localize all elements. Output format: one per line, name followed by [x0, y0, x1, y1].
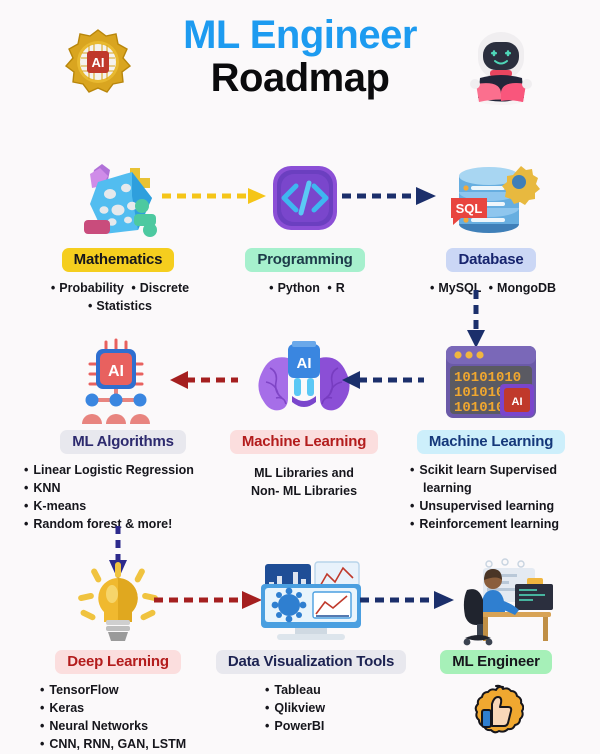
item-probability: Probability: [59, 281, 124, 295]
svg-text:AI: AI: [92, 55, 105, 70]
title-line-1: ML Engineer: [183, 13, 417, 57]
node-data-visualization-tools[interactable]: Data Visualization Tools Tableau Qlikvie…: [205, 560, 417, 735]
connector-programming-to-database: [340, 182, 440, 210]
connector-math-to-programming: [160, 182, 272, 210]
item-powerbi: PowerBI: [265, 717, 417, 735]
list-machine-learning-types: Scikit learn Supervised learning Unsuper…: [410, 461, 578, 534]
svg-text:AI: AI: [297, 355, 312, 372]
item-unsupervised: Unsupervised learning: [410, 497, 578, 515]
node-programming[interactable]: Programming •Python •R: [225, 158, 385, 297]
connector-dataviz-to-ml-engineer: [358, 586, 458, 614]
connector-database-to-ml-types: [463, 288, 489, 350]
svg-text:AI: AI: [512, 396, 523, 408]
page-title: ML Engineer Roadmap: [130, 14, 470, 100]
svg-text:101010: 101010: [454, 400, 504, 416]
binary-chip-icon: 10101010 10101010 101010 AI: [398, 340, 584, 426]
ai-chip-network-icon: AI: [18, 338, 228, 426]
gear-ai-icon: AI: [62, 26, 134, 98]
item-neural-networks: Neural Networks: [40, 717, 218, 735]
item-tableau: Tableau: [265, 681, 417, 699]
pill-ml-algorithms[interactable]: ML Algorithms: [60, 430, 186, 454]
node-database[interactable]: SQL Database •MySQL •MongoDB: [400, 158, 582, 297]
list-mathematics: •Probability •Discrete •Statistics: [50, 281, 190, 314]
pill-deep-learning[interactable]: Deep Learning: [55, 650, 181, 674]
pill-database[interactable]: Database: [446, 248, 536, 272]
title-line-2: Roadmap: [210, 56, 390, 100]
item-discrete: Discrete: [139, 281, 190, 295]
node-ml-algorithms[interactable]: AI ML Algorithms Linear Logistic Regress…: [18, 338, 228, 534]
node-machine-learning-libraries[interactable]: AI Machine Learning ML Libraries and Non…: [218, 340, 390, 500]
pill-machine-learning-libraries[interactable]: Machine Learning: [229, 430, 379, 454]
svg-text:AI: AI: [108, 363, 124, 380]
item-kmeans: K-means: [24, 497, 228, 515]
node-mathematics[interactable]: Mathematics •Probability •Discrete •Stat…: [18, 158, 218, 315]
svg-text:10101010: 10101010: [454, 370, 521, 386]
item-mongodb: MongoDB: [497, 281, 557, 295]
list-machine-learning-libraries: ML Libraries and Non- ML Libraries: [218, 464, 390, 500]
list-deep-learning: TensorFlow Keras Neural Networks CNN, RN…: [40, 681, 218, 754]
item-scikit-supervised: Scikit learn Supervised learning: [410, 461, 578, 497]
pill-programming[interactable]: Programming: [245, 248, 365, 272]
brain-ai-icon: AI: [218, 340, 390, 426]
connector-deep-learning-to-dataviz: [152, 586, 264, 614]
robot-reading-icon: [462, 26, 540, 108]
dice-math-icon: [18, 158, 218, 244]
item-reinforcement: Reinforcement learning: [410, 515, 578, 533]
list-data-visualization-tools: Tableau Qlikview PowerBI: [265, 681, 417, 735]
pill-mathematics[interactable]: Mathematics: [61, 248, 175, 272]
list-programming: •Python •R: [269, 281, 345, 295]
item-non-ml-libraries: Non- ML Libraries: [250, 484, 358, 499]
pill-machine-learning-types[interactable]: Machine Learning: [416, 430, 566, 454]
code-brackets-icon: [225, 158, 385, 244]
connector-ml-libraries-to-algorithms: [168, 366, 240, 394]
item-tensorflow: TensorFlow: [40, 681, 218, 699]
header: AI ML Engineer Roadmap: [0, 0, 600, 140]
item-r: R: [335, 281, 345, 295]
list-database: •MySQL •MongoDB: [429, 281, 557, 295]
item-random-forest: Random forest & more!: [24, 515, 228, 533]
item-qlikview: Qlikview: [265, 699, 417, 717]
item-knn: KNN: [24, 479, 228, 497]
item-ml-libraries: ML Libraries and: [254, 466, 354, 480]
node-ml-engineer[interactable]: ML Engineer: [410, 558, 582, 740]
item-keras: Keras: [40, 699, 218, 717]
monitor-charts-icon: [205, 560, 417, 646]
list-ml-algorithms: Linear Logistic Regression KNN K-means R…: [24, 461, 228, 534]
person-at-desk-icon: [410, 558, 582, 646]
node-deep-learning[interactable]: Deep Learning TensorFlow Keras Neural Ne…: [18, 560, 218, 754]
item-mysql: MySQL: [438, 281, 482, 295]
item-statistics: Statistics: [96, 299, 152, 314]
item-linear-logistic-regression: Linear Logistic Regression: [24, 461, 228, 479]
database-sql-icon: SQL: [400, 158, 582, 244]
pill-data-visualization-tools[interactable]: Data Visualization Tools: [215, 650, 407, 674]
lightbulb-icon: [18, 560, 218, 646]
pill-ml-engineer[interactable]: ML Engineer: [440, 650, 552, 674]
svg-text:SQL: SQL: [456, 201, 483, 216]
connector-ml-types-to-ml-libraries: [340, 366, 426, 394]
item-python: Python: [277, 281, 320, 295]
node-machine-learning-types[interactable]: 10101010 10101010 101010 AI Machine Lear…: [398, 340, 584, 534]
thumbs-up-badge-icon: [410, 684, 582, 740]
item-cnn-rnn-gan-lstm: CNN, RNN, GAN, LSTM: [40, 735, 218, 753]
